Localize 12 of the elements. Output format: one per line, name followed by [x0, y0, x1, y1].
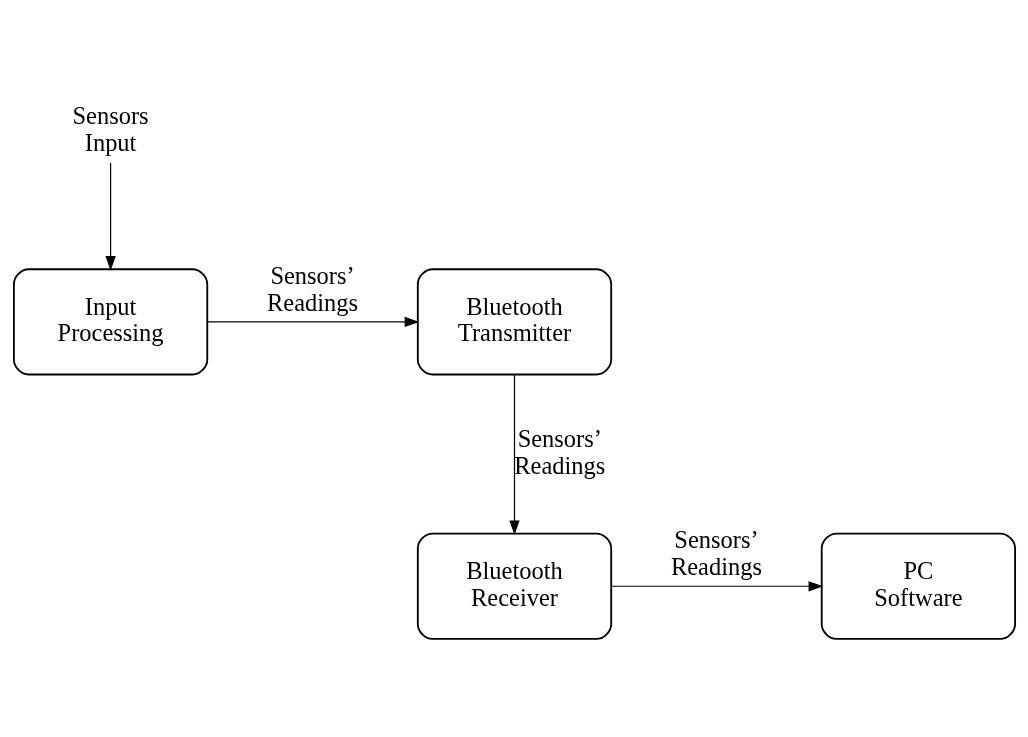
- node-box: PC Software: [820, 532, 1016, 640]
- arrow: [206, 316, 419, 327]
- node-box: Bluetooth Receiver: [416, 532, 612, 640]
- arrow: [610, 580, 823, 591]
- edge-label: Sensors’ Readings: [670, 525, 762, 580]
- edge-label: Sensors’ Readings: [513, 424, 605, 479]
- arrow: [508, 373, 520, 535]
- arrow: [104, 161, 116, 271]
- node-box: Input Processing: [12, 267, 208, 375]
- node-text: Sensors Input: [72, 101, 149, 156]
- edge-label: Sensors’ Readings: [266, 261, 358, 316]
- node-box: Bluetooth Transmitter: [416, 267, 612, 375]
